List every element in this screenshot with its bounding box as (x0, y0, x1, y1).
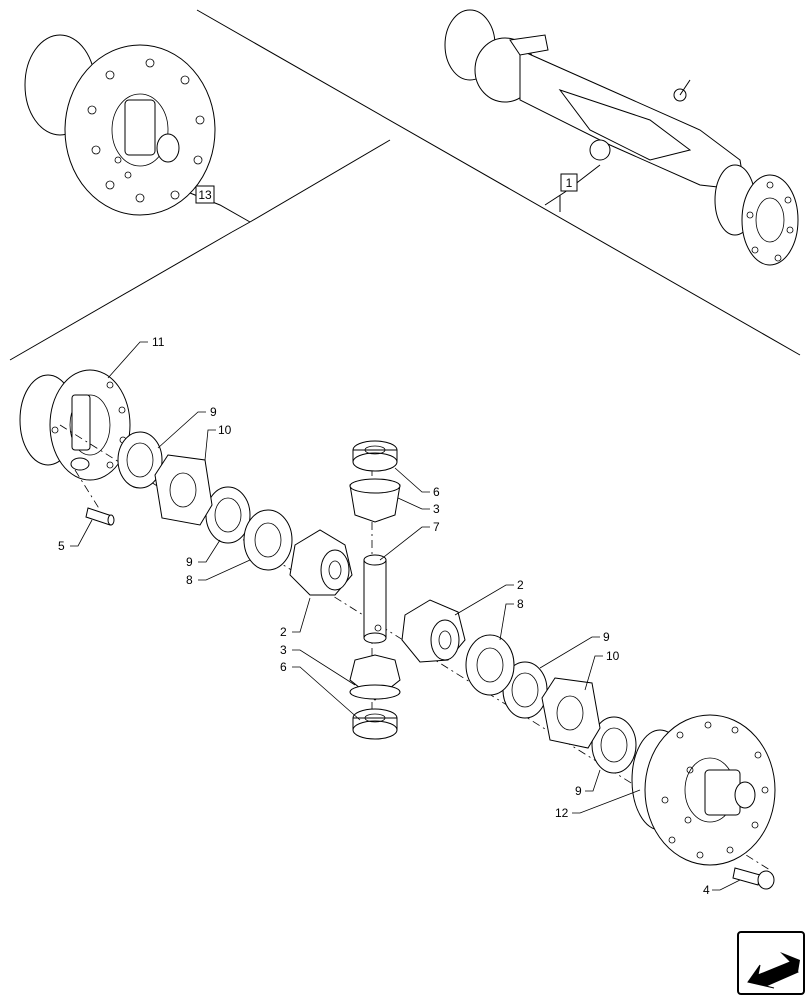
callout-2: 2 (517, 578, 524, 592)
side-gear (401, 599, 466, 663)
friction-plate (154, 454, 213, 526)
callout-10: 10 (606, 649, 620, 663)
leader-lines (70, 341, 741, 891)
callout-9: 9 (210, 405, 217, 419)
callout-6: 6 (280, 660, 287, 674)
right-case-half (631, 714, 776, 866)
separator-lines (9, 9, 801, 361)
friction-plate (541, 677, 601, 749)
next-page-arrow-icon[interactable] (737, 931, 805, 995)
axle-assembly (444, 9, 799, 266)
thrust-washer (205, 486, 251, 544)
pin (85, 507, 115, 526)
callout-9: 9 (575, 784, 582, 798)
callout-11: 11 (152, 335, 165, 349)
left-case-half (19, 369, 131, 481)
reference-13-label: 13 (198, 188, 212, 202)
bolt (732, 867, 775, 890)
cross-shaft (363, 554, 387, 644)
callout-2: 2 (280, 625, 287, 639)
thrust-washer (117, 431, 163, 489)
reference-box-13[interactable]: 13 (195, 185, 215, 204)
callout-8: 8 (517, 597, 524, 611)
callout-4: 4 (703, 883, 710, 897)
reference-1-label: 1 (566, 176, 573, 190)
callout-9: 9 (603, 630, 610, 644)
shim (465, 634, 515, 696)
callout-3: 3 (280, 643, 287, 657)
callout-6: 6 (433, 485, 440, 499)
pinion-gear (349, 478, 401, 523)
callout-3: 3 (433, 502, 440, 516)
thrust-washer (591, 716, 637, 774)
spherical-washer (352, 440, 398, 472)
callout-10: 10 (218, 423, 232, 437)
reference-box-1[interactable]: 1 (560, 173, 578, 192)
spherical-washer (352, 708, 398, 740)
callout-12: 12 (555, 806, 569, 820)
callout-8: 8 (186, 573, 193, 587)
pinion-gear (349, 654, 401, 701)
shim (243, 509, 293, 571)
callout-7: 7 (433, 520, 440, 534)
callout-9: 9 (186, 555, 193, 569)
callout-labels: 11 9 10 6 3 7 5 9 8 2 2 8 3 6 9 10 9 12 … (58, 335, 710, 897)
differential-case-assembly (24, 34, 216, 216)
side-gear (289, 529, 353, 596)
callout-5: 5 (58, 539, 65, 553)
